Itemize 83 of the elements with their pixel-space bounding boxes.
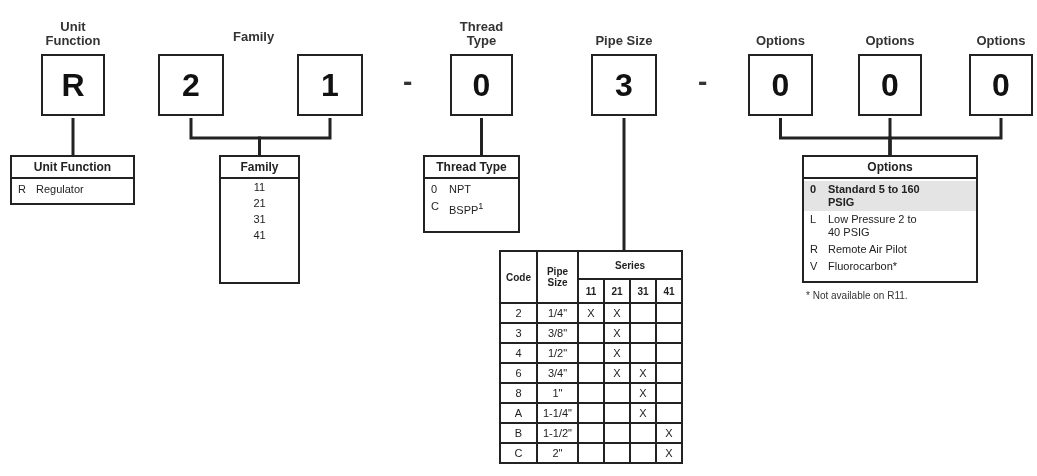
table-heading: Options <box>804 157 976 179</box>
code-box: 0 <box>969 54 1033 116</box>
family-code: 11 <box>252 180 267 195</box>
pipe-size-table <box>499 250 683 464</box>
table-cell: Series <box>579 252 681 278</box>
table-cell: 1/4" <box>538 304 577 322</box>
family-code: 21 <box>252 196 267 211</box>
code-box: 3 <box>591 54 657 116</box>
code-table <box>423 155 520 233</box>
code-box: 0 <box>450 54 513 116</box>
table-cell: 41 <box>657 280 681 302</box>
table-cell: 11 <box>579 280 603 302</box>
field-heading: Options <box>755 34 806 48</box>
option-description: NPT <box>449 183 472 196</box>
table-cell: C <box>501 444 536 462</box>
option-code: 0 <box>431 183 439 196</box>
field-heading: Options <box>865 34 915 48</box>
code-box: 0 <box>748 54 813 116</box>
code-box: 1 <box>297 54 363 116</box>
table-cell: Pipe Size <box>538 252 577 302</box>
table-cell: X <box>631 384 655 402</box>
table-heading: Unit Function <box>12 157 133 179</box>
table-heading: Thread Type <box>425 157 518 179</box>
option-code: C <box>431 200 440 214</box>
code-table <box>10 155 135 205</box>
table-cell: X <box>605 344 629 362</box>
code-box: 2 <box>158 54 224 116</box>
table-cell: 1" <box>538 384 577 402</box>
connector-line <box>480 118 483 155</box>
table-cell: Code <box>501 252 536 302</box>
table-cell: 2" <box>538 444 577 462</box>
table-cell: 3/8" <box>538 324 577 342</box>
code-table <box>219 155 300 284</box>
table-cell: X <box>657 424 681 442</box>
separator-dash: - <box>698 66 708 98</box>
table-cell: X <box>631 364 655 382</box>
table-cell: 4 <box>501 344 536 362</box>
table-cell: X <box>605 324 629 342</box>
connector-line <box>258 118 332 155</box>
family-code: 31 <box>252 212 267 227</box>
table-cell: X <box>605 304 629 322</box>
table-cell: A <box>501 404 536 422</box>
connector-line <box>888 118 1003 155</box>
option-description: Remote Air Pilot <box>828 243 908 256</box>
table-cell: 1/2" <box>538 344 577 362</box>
option-description: Low Pressure 2 to 40 PSIG <box>828 213 918 239</box>
table-cell: X <box>631 404 655 422</box>
family-code: 41 <box>252 228 267 243</box>
code-table <box>802 155 978 283</box>
field-heading: Unit Function <box>44 20 102 48</box>
table-cell: X <box>579 304 603 322</box>
table-cell: 3/4" <box>538 364 577 382</box>
table-cell: 1-1/4" <box>538 404 577 422</box>
field-heading: Family <box>233 29 275 44</box>
option-code: R <box>18 183 27 196</box>
table-cell: 8 <box>501 384 536 402</box>
option-code: V <box>810 260 819 273</box>
connector-line <box>71 118 75 155</box>
code-box: R <box>41 54 105 116</box>
code-box: 0 <box>858 54 922 116</box>
table-cell: 1-1/2" <box>538 424 577 442</box>
connector-line <box>622 118 626 250</box>
table-cell: B <box>501 424 536 442</box>
table-cell: 21 <box>605 280 629 302</box>
footnote: * Not available on R11. <box>806 290 908 301</box>
table-cell: 6 <box>501 364 536 382</box>
table-cell: 3 <box>501 324 536 342</box>
field-heading: Pipe Size <box>595 34 653 48</box>
option-description: Regulator <box>36 183 85 196</box>
option-description: BSPP$^{1}$ <box>449 200 485 217</box>
table-cell: X <box>657 444 681 462</box>
table-heading: Family <box>221 157 298 179</box>
table-cell: 31 <box>631 280 655 302</box>
table-cell: 2 <box>501 304 536 322</box>
option-code: L <box>810 213 818 227</box>
field-heading: Thread Type <box>458 20 505 48</box>
option-code: 0 <box>810 183 818 197</box>
separator-dash: - <box>403 66 413 98</box>
field-heading: Options <box>976 34 1026 48</box>
table-cell: X <box>605 364 629 382</box>
option-code: R <box>810 243 819 256</box>
option-description: Fluorocarbon* <box>828 260 899 273</box>
option-description: Standard 5 to 160 PSIG <box>828 183 921 209</box>
